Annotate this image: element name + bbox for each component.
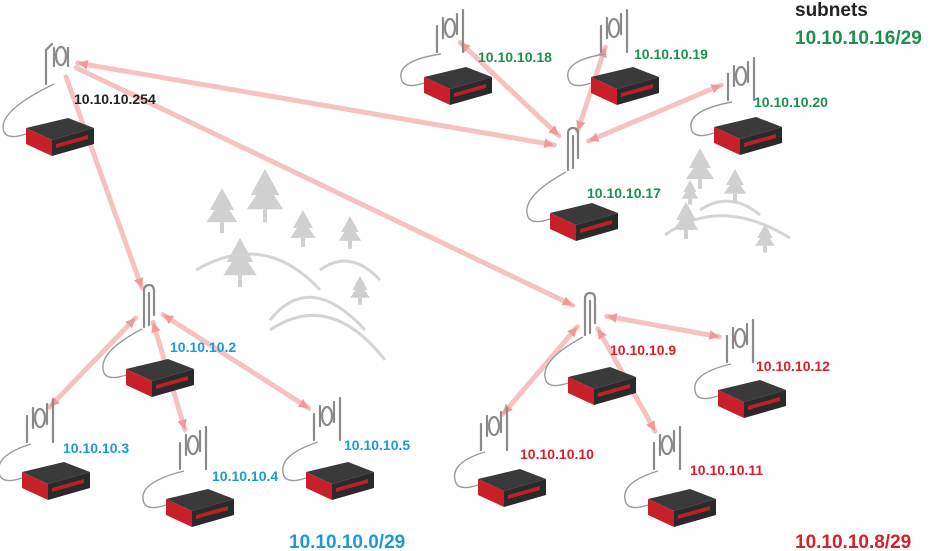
link-red_ap-red_c3: [604, 313, 722, 340]
blue_c2-yagi-antenna-icon: [178, 425, 208, 471]
blue_ap-router-icon: [102, 328, 194, 397]
subnet-blue-label: 10.10.10.0/29: [289, 532, 406, 551]
tree-icon-6: [350, 276, 370, 305]
ip-label-blue-client-3: 10.10.10.5: [344, 437, 411, 453]
blue_c3-yagi-antenna-icon: [312, 396, 342, 442]
gateway-router-icon: [2, 83, 94, 156]
green_ap-omni-antenna-icon: [566, 126, 580, 172]
scenery: [195, 148, 791, 361]
blue_c2-router-icon: [142, 470, 234, 527]
ip-label-blue-client-1: 10.10.10.3: [63, 440, 130, 456]
subnet-green-label: 10.10.10.16/29: [795, 28, 922, 49]
hill-2: [268, 295, 367, 332]
red_c1-router-icon: [454, 451, 546, 507]
link-blue_ap-blue_c3: [160, 312, 312, 411]
blue_c1-router-icon: [0, 443, 90, 500]
ip-label-green-client-3: 10.10.10.20: [754, 94, 828, 110]
tree-icon-9: [673, 202, 699, 239]
ip-label-green-ap: 10.10.10.17: [587, 185, 661, 201]
ip-label-red-client-2: 10.10.10.11: [690, 462, 764, 478]
link-blue_ap-blue_c1: [47, 315, 138, 410]
tree-icon-10: [755, 224, 775, 253]
link-gateway-blue_ap: [63, 74, 145, 291]
link-gateway-green_ap: [75, 60, 557, 148]
red_c1-yagi-antenna-icon: [479, 406, 509, 452]
tree-icon-3: [290, 210, 316, 247]
tree-icon-8: [723, 169, 747, 202]
blue_ap-omni-antenna-icon: [142, 283, 156, 329]
green_ap-router-icon: [526, 171, 618, 241]
green_c1-yagi-antenna-icon: [435, 8, 465, 54]
green_c3-yagi-antenna-icon: [726, 56, 756, 102]
green_c3-router-icon: [690, 101, 782, 155]
devices: [0, 8, 786, 527]
ip-label-red-client-3: 10.10.10.12: [756, 358, 830, 374]
hill-1: [195, 252, 322, 292]
ip-label-blue-client-2: 10.10.10.4: [212, 468, 279, 484]
ip-label-gateway: 10.10.10.254: [74, 91, 156, 107]
link-green_ap-green_c3: [586, 82, 724, 144]
red_c2-yagi-antenna-icon: [652, 425, 682, 471]
ip-label-blue-ap: 10.10.10.2: [170, 339, 237, 355]
green_c2-yagi-antenna-icon: [599, 8, 629, 54]
tree-icon-11: [681, 180, 699, 205]
tree-icon-4: [338, 216, 362, 249]
subnets-heading: subnets: [795, 0, 868, 21]
link-gateway-red_ap: [73, 65, 576, 308]
red_c3-yagi-antenna-icon: [725, 318, 755, 364]
hill-4: [269, 314, 387, 361]
blue_c1-yagi-antenna-icon: [25, 398, 55, 444]
red_ap-omni-antenna-icon: [583, 291, 597, 337]
red_ap-router-icon: [544, 336, 636, 405]
ip-label-green-client-2: 10.10.10.19: [634, 46, 708, 62]
ip-label-red-client-1: 10.10.10.10: [520, 446, 594, 462]
green_c2-router-icon: [567, 53, 659, 105]
link-red_ap-red_c1: [500, 324, 580, 417]
hill-3: [319, 259, 382, 282]
tree-icon-2: [246, 169, 284, 223]
ip-label-red-ap: 10.10.10.9: [610, 342, 677, 358]
green_c1-router-icon: [400, 53, 492, 105]
red_c2-router-icon: [624, 470, 716, 527]
radio-links: [47, 39, 724, 434]
tree-icon-7: [686, 148, 714, 189]
tree-icon-5: [223, 238, 257, 288]
hill-6: [699, 199, 761, 217]
blue_c3-router-icon: [282, 441, 374, 500]
ip-label-green-client-1: 10.10.10.18: [478, 49, 552, 65]
gateway-sector-antenna-icon: [44, 42, 70, 86]
red_c3-router-icon: [694, 363, 786, 418]
tree-icon-1: [206, 188, 238, 234]
subnet-red-label: 10.10.10.8/29: [795, 532, 912, 551]
